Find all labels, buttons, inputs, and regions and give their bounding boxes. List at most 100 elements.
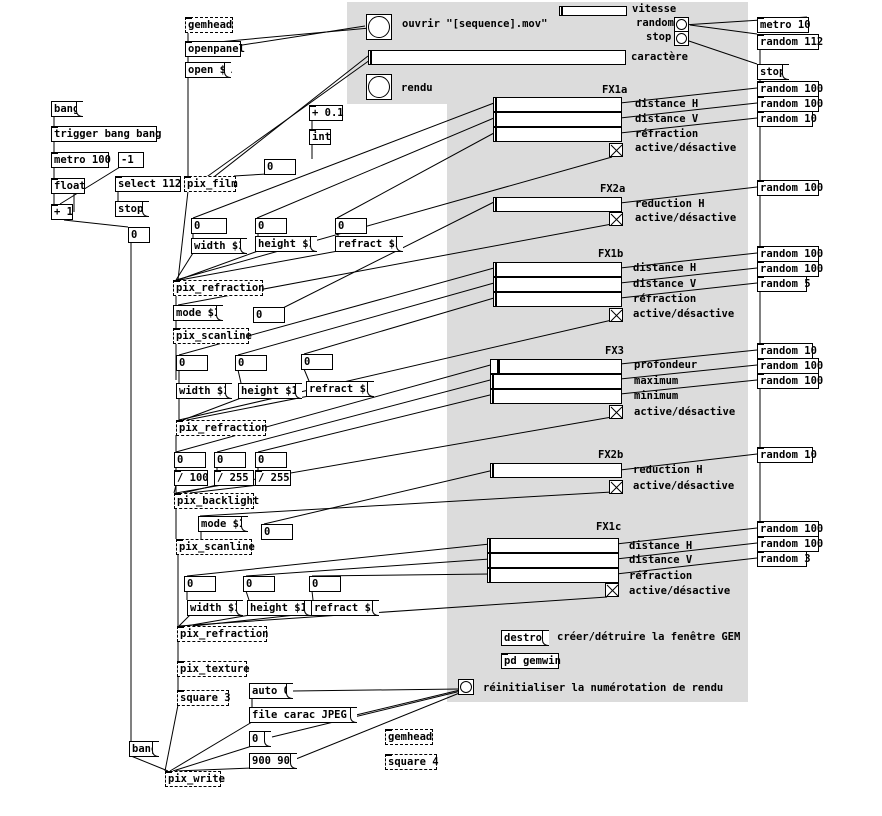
patch-cord (237, 369, 242, 384)
fx3-toggle[interactable] (609, 405, 623, 419)
pd-obj-r_d1: random 10 (757, 343, 817, 359)
ouvrir-label: ouvrir "[sequence].mov" (402, 18, 548, 30)
pd-atom-n_w3[interactable]: 0 (184, 576, 216, 592)
pd-atom-n_h2[interactable]: 0 (235, 355, 267, 371)
fx2b-label-1: reduction H (633, 464, 703, 476)
vitesse-slider[interactable] (559, 6, 627, 16)
pd-msg-refract2[interactable]: refract $1 (306, 381, 374, 397)
pd-obj-r_c3: random 5 (757, 276, 811, 292)
patch-cord (130, 755, 169, 772)
pd-msg-stop2[interactable]: stop (757, 64, 789, 80)
fx1a-distance-h-slider[interactable] (493, 97, 622, 112)
pd-obj-gemhead1: gemhead (185, 17, 233, 33)
fx1b-distance-v-slider[interactable] (493, 277, 622, 292)
fx1b-label-3: réfraction (633, 293, 697, 305)
fx3-profondeur-slider[interactable] (490, 359, 622, 374)
pd-obj-r_f2: random 100 (757, 536, 823, 552)
fx1b-label-2: distance V (633, 278, 697, 290)
fx1a-refraction-slider[interactable] (493, 127, 622, 142)
patch-cord (182, 397, 242, 421)
fx1c-label-4: active/désactive (629, 585, 731, 597)
pd-atom-n_mode1[interactable]: 0 (253, 307, 285, 323)
pd-atom-zero_bang[interactable]: 0 (128, 227, 150, 243)
fx3-minimum-slider[interactable] (490, 389, 622, 404)
fx1b-distance-h-slider[interactable] (493, 262, 622, 277)
pd-obj-pixref3: pix_refraction (177, 626, 269, 642)
pd-msg-width1[interactable]: width $1 (191, 238, 247, 254)
patch-cord (179, 250, 339, 281)
pd-obj-r_a3: random 10 (757, 111, 817, 127)
pd-msg-destroy[interactable]: destroy (501, 630, 549, 646)
fx1a-distance-v-slider[interactable] (493, 112, 622, 127)
pd-msg-refract3[interactable]: refract $1 (311, 600, 379, 616)
pd-atom-n_r2[interactable]: 0 (301, 354, 333, 370)
fx1a-label-4: active/désactive (635, 142, 737, 154)
pd-msg-open1[interactable]: open $1 (185, 62, 232, 78)
pd-obj-r_a1: random 100 (757, 81, 823, 97)
stop-label: stop (646, 31, 672, 43)
destroy-comment: créer/détruire la fenêtre GEM (557, 631, 741, 643)
pd-atom-n_mode2[interactable]: 0 (261, 524, 293, 540)
random-bang[interactable] (674, 17, 689, 32)
patch-cord (182, 484, 218, 494)
pd-atom-n_bl2[interactable]: 0 (214, 452, 246, 468)
pd-atom-num_int[interactable]: 0 (264, 159, 296, 175)
pd-obj-gemhead2: gemhead (385, 729, 433, 745)
pd-atom-n_bl3[interactable]: 0 (255, 452, 287, 468)
pd-atom-n_r1[interactable]: 0 (335, 218, 367, 234)
pd-obj-r_c1: random 100 (757, 246, 823, 262)
pd-msg-stop1[interactable]: stop (115, 201, 149, 217)
pd-msg-width2[interactable]: width $1 (176, 383, 232, 399)
fx1a-label-3: réfraction (635, 128, 699, 140)
fx1c-toggle[interactable] (605, 583, 619, 597)
pd-msg-bang2[interactable]: bang (129, 741, 159, 757)
pd-atom-n_w2[interactable]: 0 (176, 355, 208, 371)
fx1b-toggle[interactable] (609, 308, 623, 322)
pd-obj-pixback: pix_backlight (174, 493, 259, 509)
pd-obj-div100: / 100 (174, 470, 209, 486)
pd-atom-n_r3[interactable]: 0 (309, 576, 341, 592)
fx2b-reduction-slider[interactable] (490, 463, 622, 478)
pd-obj-pixwrite: pix_write (165, 771, 225, 787)
pd-atom-n_h1[interactable]: 0 (255, 218, 287, 234)
pd-atom-n_h3[interactable]: 0 (243, 576, 275, 592)
fx1a-toggle[interactable] (609, 143, 623, 157)
pd-atom-neg1[interactable]: -1 (118, 152, 144, 168)
pd-atom-n_w1[interactable]: 0 (191, 218, 227, 234)
fx2a-reduction-slider[interactable] (493, 197, 622, 212)
fx1c-refraction-slider[interactable] (487, 568, 619, 583)
fx2b-toggle[interactable] (609, 480, 623, 494)
fx2a-toggle[interactable] (609, 212, 623, 226)
pd-msg-auto0[interactable]: auto 0 (249, 683, 293, 699)
pd-msg-mode2[interactable]: mode $1 (198, 516, 248, 532)
pd-msg-width3[interactable]: width $1 (187, 600, 243, 616)
patch-cord (233, 173, 268, 177)
pd-msg-res[interactable]: 900 900 (249, 753, 297, 769)
pd-msg-height3[interactable]: height $1 (247, 600, 311, 616)
pd-obj-random112: random 112 (757, 34, 823, 50)
fx3-label-3: minimum (634, 390, 679, 402)
pd-obj-r_c2: random 100 (757, 261, 823, 277)
pd-msg-mode1[interactable]: mode $1 (173, 305, 223, 321)
patch-cord (172, 745, 253, 772)
pd-msg-zz[interactable]: 0 0 (249, 731, 271, 747)
patch-cord (292, 688, 461, 692)
patch-cord (175, 252, 194, 281)
fx3-maximum-slider[interactable] (490, 374, 622, 389)
pd-msg-refract1[interactable]: refract $1 (335, 236, 403, 252)
pd-msg-bang1[interactable]: bang (51, 101, 83, 117)
ouvrir-bang[interactable] (366, 14, 392, 40)
stop-bang[interactable] (674, 31, 689, 46)
fx1c-distance-v-slider[interactable] (487, 553, 619, 568)
pd-msg-height1[interactable]: height $1 (255, 236, 317, 252)
caractere-slider[interactable] (368, 50, 626, 65)
pd-atom-n_bl1[interactable]: 0 (174, 452, 206, 468)
fx1b-refraction-slider[interactable] (493, 292, 622, 307)
pd-msg-filecarac[interactable]: file carac JPEG (249, 707, 357, 723)
fx1c-distance-h-slider[interactable] (487, 538, 619, 553)
pd-msg-height2[interactable]: height $1 (238, 383, 302, 399)
reinit-bang[interactable] (458, 679, 474, 695)
fx1c-label-1: distance H (629, 540, 693, 552)
pd-obj-r_d3: random 100 (757, 373, 823, 389)
rendu-bang[interactable] (366, 74, 392, 100)
